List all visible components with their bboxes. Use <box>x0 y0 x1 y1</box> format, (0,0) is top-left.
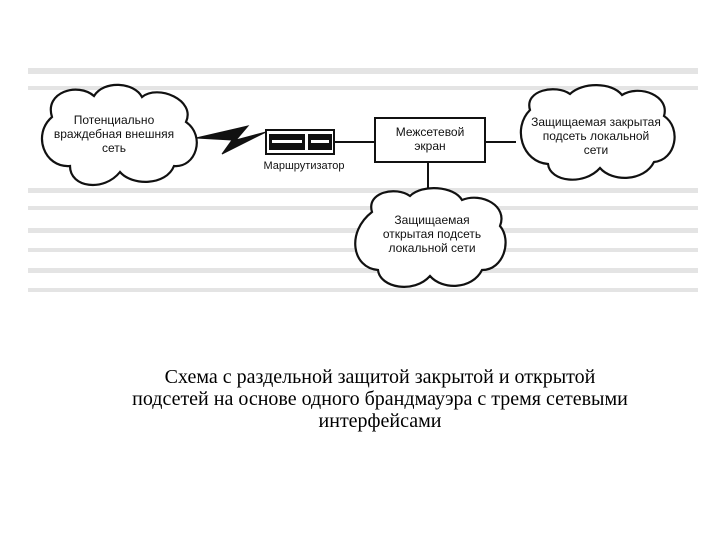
external-network-label: Потенциально враждебная внешняя сеть <box>53 113 175 155</box>
caption-line-2: подсетей на основе одного брандмауэра с … <box>132 388 628 410</box>
lightning-link <box>195 125 267 155</box>
diagram-caption: Схема с раздельной защитой закрытой и от… <box>60 366 700 432</box>
router <box>265 129 335 155</box>
router-label: Маршрутизатор <box>263 160 345 172</box>
firewall-label: Межсетевой экран <box>395 125 465 153</box>
closed-subnet-cloud <box>519 84 676 181</box>
firewall-box <box>374 117 486 163</box>
open-subnet-cloud <box>354 187 507 288</box>
external-network-cloud <box>41 83 198 186</box>
caption-line-1: Схема с раздельной защитой закрытой и от… <box>164 366 596 388</box>
caption-line-3: интерфейсами <box>318 410 442 432</box>
open-subnet-label: Защищаемая открытая подсеть локальной се… <box>382 213 482 255</box>
closed-subnet-label: Защищаемая закрытая подсеть локальной се… <box>531 115 661 157</box>
